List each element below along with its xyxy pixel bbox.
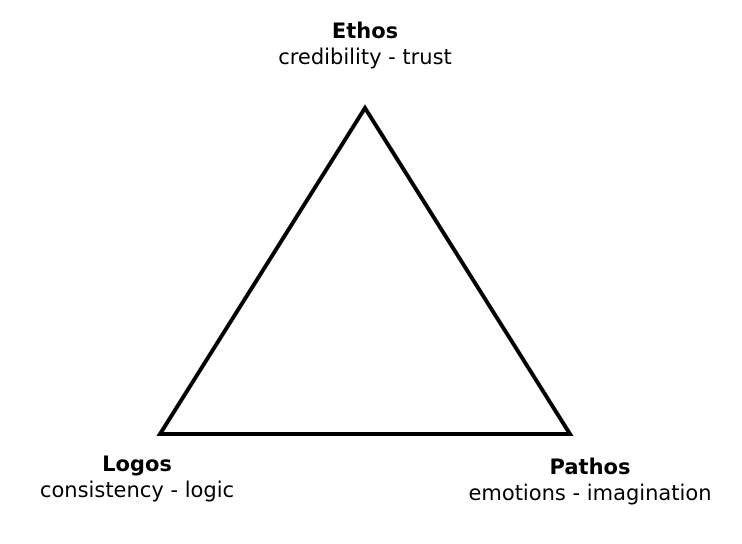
logos-vertex-label: Logos consistency - logic xyxy=(40,451,234,503)
ethos-vertex-label: Ethos credibility - trust xyxy=(278,18,452,70)
pathos-subtitle: emotions - imagination xyxy=(468,481,712,505)
logos-title: Logos xyxy=(102,452,172,476)
triangle-shape xyxy=(156,104,574,436)
ethos-subtitle: credibility - trust xyxy=(278,45,452,69)
pathos-vertex-label: Pathos emotions - imagination xyxy=(468,454,711,506)
pathos-title: Pathos xyxy=(549,455,631,479)
logos-subtitle: consistency - logic xyxy=(39,478,235,502)
ethos-title: Ethos xyxy=(331,19,399,43)
